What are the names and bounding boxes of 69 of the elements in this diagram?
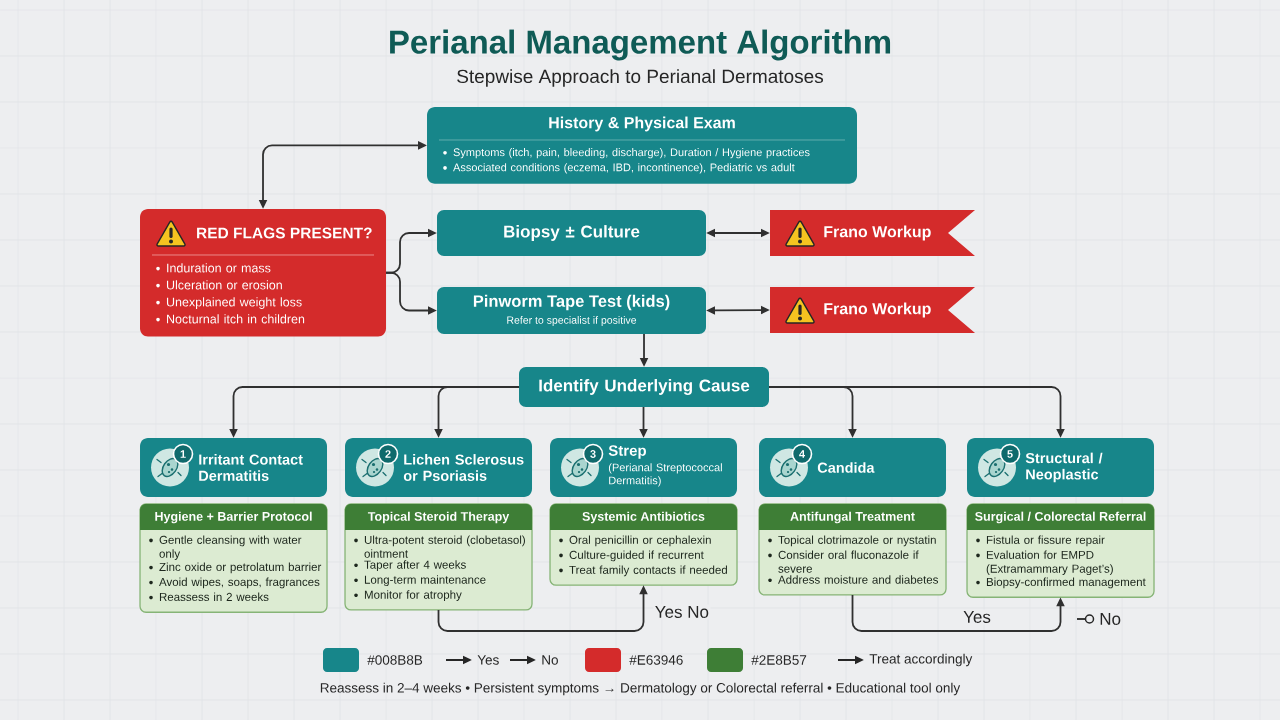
- category-title: Structural / Neoplastic: [1025, 452, 1103, 483]
- bullet-item: Topical clotrimazole or nystatin: [768, 535, 936, 547]
- step-note: Refer to specialist if positive: [507, 316, 637, 326]
- bullet-item: Nocturnal itch in children: [156, 314, 305, 324]
- number-badge: 5: [999, 443, 1021, 465]
- category-box: [759, 438, 946, 497]
- number-badge: 2: [377, 443, 399, 465]
- treatment-box: [344, 503, 533, 611]
- category-box: [345, 438, 532, 497]
- treatment-box: [139, 503, 328, 613]
- bullet-item: Consider oral fluconazole if severe: [768, 550, 919, 573]
- treatment-heading: Systemic Antibiotics: [550, 504, 737, 530]
- category-box: [967, 438, 1154, 497]
- treatment-heading: Antifungal Treatment: [759, 504, 946, 530]
- bullet-item: Ultra-potent steroid (clobetasol) ointment: [354, 535, 525, 558]
- bullet-item: Long-term maintenance: [354, 575, 486, 586]
- arrow: [851, 594, 1065, 632]
- bullet-item: Monitor for atrophy: [354, 590, 462, 601]
- bullet-item: Avoid wipes, soaps, fragrances: [149, 577, 320, 589]
- bullet-item: Treat family contacts if needed: [559, 565, 727, 577]
- category-box: [550, 438, 737, 497]
- bullet-item: Evaluation for EMPD (Extramammary Paget’s): [976, 550, 1113, 576]
- category-box: [140, 438, 327, 497]
- title: Perianal Management Algorithm: [390, 29, 891, 61]
- number-badge: 4: [791, 443, 813, 465]
- treatment-heading: Hygiene + Barrier Protocol: [140, 504, 327, 530]
- bullet-item: Zinc oxide or petrolatum barrier: [149, 562, 322, 574]
- number-badge: 3: [582, 443, 604, 465]
- bullet-item: Induration or mass: [156, 263, 271, 273]
- treatment-heading: Topical Steroid Therapy: [345, 504, 532, 530]
- bullet-item: Symptoms (itch, pain, bleeding, discharge), Duration / Hygiene practices: [443, 148, 810, 159]
- process-box: Identify Underlying Cause: [519, 367, 769, 407]
- step-heading: History & Physical Exam: [549, 116, 735, 132]
- bullet-item: Gentle cleansing with water only: [149, 535, 302, 561]
- process-box: [437, 287, 706, 334]
- bullet-item: Oral penicillin or cephalexin: [559, 535, 711, 547]
- bullet-item: Biopsy-confirmed management: [976, 577, 1146, 589]
- bullet-item: Ulceration or erosion: [156, 280, 282, 290]
- category-title: Irritant Contact Dermatitis: [199, 454, 303, 481]
- step-heading: RED FLAGS PRESENT?: [197, 227, 372, 239]
- bullet-item: Unexplained weight loss: [156, 297, 302, 309]
- legend-label: Yes: [477, 655, 499, 665]
- category-title: Strep: [608, 445, 646, 459]
- treatment-box: [758, 503, 947, 596]
- bullet-item: Reassess in 2 weeks: [149, 592, 269, 601]
- footer-note: Reassess in 2–4 weeks • Persistent symptoms → Dermatology or Colorectal referral • Educational tool only: [320, 682, 961, 696]
- treatment-heading: Surgical / Colorectal Referral: [967, 504, 1154, 530]
- process-box: [427, 107, 857, 184]
- legend-label: #E63946: [629, 655, 683, 665]
- bullet-item: Taper after 4 weeks: [354, 560, 466, 571]
- bullet-item: Associated conditions (eczema, IBD, incontinence), Pediatric vs adult: [443, 163, 795, 174]
- branch-label: No: [1100, 613, 1121, 625]
- category-title: Candida: [817, 462, 875, 473]
- legend-label: No: [542, 655, 558, 665]
- subtitle: Stepwise Approach to Perianal Dermatoses: [457, 69, 824, 87]
- bullet-item: Culture-guided if recurrent: [559, 550, 704, 562]
- legend-label: #2E8B57: [751, 655, 807, 665]
- legend-label: #008B8B: [367, 655, 423, 665]
- bullet-item: Fistula or fissure repair: [976, 535, 1105, 547]
- alert-box: [140, 209, 386, 337]
- legend-label: Treat accordingly: [869, 653, 973, 667]
- bullet-item: Address moisture and diabetes: [768, 575, 938, 584]
- category-subtitle: (Perianal Streptococcal Dermatitis): [608, 463, 722, 487]
- step-heading: Pinworm Tape Test (kids): [473, 294, 670, 311]
- treatment-box: [966, 503, 1155, 598]
- number-badge: 1: [172, 443, 194, 465]
- treatment-box: [549, 503, 738, 586]
- category-title: Lichen Sclerosus or Psoriasis: [403, 454, 524, 481]
- process-box: Biopsy ± Culture: [437, 210, 706, 256]
